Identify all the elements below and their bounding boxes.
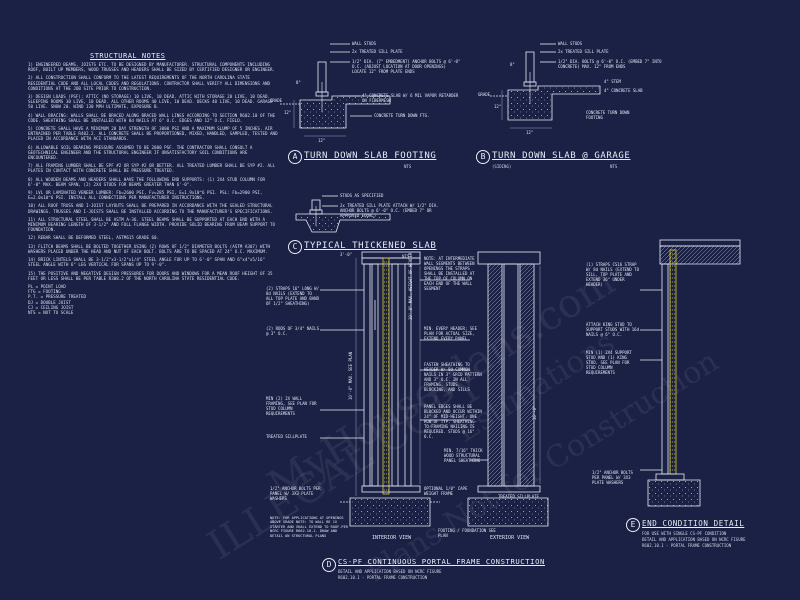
- detail-c-title: TYPICAL THICKENED SLAB: [304, 241, 437, 251]
- detail-b-marker: B: [476, 150, 490, 164]
- detail-d-mid-callout: FASTEN SHEATHING TO HEADER W/ 8d COMMON …: [424, 362, 482, 392]
- note-paragraph: 6) ALLOWABLE SOIL BEARING PRESSURE ASSUM…: [28, 144, 253, 161]
- detail-e-title: END CONDITION DETAIL: [642, 519, 745, 528]
- detail-a-callout: WALL STUDS: [352, 41, 377, 46]
- detail-d-left-callout: (2) STRAPS 16" LONG W/ 8d NAILS (EXTEND …: [266, 286, 319, 306]
- detail-d-dim: 10'-0" MAX. SEE PLAN: [348, 351, 353, 400]
- detail-a-scale: NTS: [404, 164, 412, 169]
- detail-a-callout: 4" CONCRETE SLAB W/ 6 MIL VAPOR RETARDER…: [362, 93, 459, 103]
- detail-d-left-callout: NOTE: FOR APPLICATIONS AT OPENINGS ABOVE…: [270, 516, 348, 538]
- detail-b-callout: 4" CONCRETE SLAB: [604, 88, 643, 93]
- notes-legend-item: DJ = DOUBLE JOIST: [28, 299, 71, 305]
- detail-c-callout: 2x TREATED SILL PLATE ATTACH W/ 1/2" DIA…: [340, 203, 439, 218]
- notes-legend-item: NTS = NOT TO SCALE: [28, 309, 74, 315]
- detail-c-scale: NTS: [402, 254, 410, 259]
- detail-b-drawing: [490, 43, 601, 129]
- detail-b-scale: NTS: [610, 164, 618, 169]
- note-paragraph: 3) DESIGN LOADS (PSF): ATTIC (NO STORAGE…: [28, 94, 273, 110]
- detail-d-interior-label: INTERIOR VIEW: [372, 535, 412, 541]
- detail-a-callout: 1/2" DIA. (7" EMBEDMENT) ANCHOR BOLTS @ …: [352, 59, 461, 74]
- note-paragraph: 5) CONCRETE SHALL HAVE A MINIMUM 28 DAY …: [28, 126, 278, 142]
- detail-b-dim: 12": [526, 130, 534, 135]
- detail-b-dim: 12": [494, 104, 502, 109]
- detail-c-marker: C: [288, 240, 302, 254]
- note-paragraph: 15) THE POSITIVE AND NEGATIVE DESIGN PRE…: [28, 270, 273, 281]
- notes-legend-item: CJ = CEILING JOIST: [28, 304, 74, 310]
- detail-a-dim: 12": [284, 110, 292, 115]
- detail-d-mid-callout: OPTIONAL 1/8" CAPE WEIGHT FRAME: [424, 486, 468, 496]
- note-paragraph: 4) WALL BRACING: WALLS SHALL BE BRACED A…: [28, 112, 276, 123]
- note-paragraph: 9) LVL OR LAMINATED VENEER LUMBER: Fb=26…: [28, 190, 263, 201]
- detail-d-dim: 16'-0": [532, 405, 537, 420]
- detail-d-left-callout: (2) RODS OF 3/4" NAILS @ 3" O.C.: [266, 326, 319, 336]
- detail-a-title: TURN DOWN SLAB FOOTING: [304, 151, 437, 161]
- detail-c-callout: STUDS AS SPECIFIED: [340, 193, 384, 198]
- detail-b-callout: 2x TREATED SILL PLATE: [558, 49, 609, 54]
- detail-b-title: TURN DOWN SLAB @ GARAGE: [492, 151, 631, 161]
- detail-b-callout: 1/2" DIA. BOLTS @ 6'-0" O.C. (EMBED 7" I…: [558, 59, 662, 69]
- note-paragraph: 1) ENGINEERED BEAMS, JOISTS ETC. TO BE D…: [28, 62, 276, 73]
- detail-c-drawing: [295, 195, 391, 233]
- detail-a-dim: 8": [296, 80, 301, 85]
- detail-b-grade: GRADE: [478, 92, 491, 97]
- detail-e-line: FOR USE WITH SINGLE CS-PF CONDITION: [642, 531, 727, 536]
- note-paragraph: 11) ALL STRUCTURAL STEEL SHALL BE ASTM A…: [28, 216, 276, 233]
- notes-legend-item: PL = POINT LOAD: [28, 283, 66, 289]
- detail-d-mid-callout: MIN. 7/16" THICK WOOD STRUCTURAL PANEL S…: [444, 448, 483, 463]
- detail-d-mid-callout: PANEL EDGES SHALL BE BLOCKED AND OCCUR W…: [424, 404, 482, 439]
- detail-d-dim: 3'-0": [340, 252, 353, 257]
- structural-notes: STRUCTURAL NOTES 1) ENGINEERED BEAMS, JO…: [28, 52, 278, 522]
- detail-b-dim: 8": [510, 62, 515, 67]
- detail-d-marker: D: [322, 558, 336, 572]
- note-paragraph: 7) ALL FRAMING LUMBER SHALL BE SPF #2 OR…: [28, 163, 276, 174]
- detail-e-callout: 1/2" ANCHOR BOLTS PER PANEL W/ 3X3 PLATE…: [592, 470, 633, 485]
- detail-d-line: DETAIL AND APPLICATION BASED ON NCRC FIG…: [338, 569, 442, 574]
- detail-d-exterior-label: EXTERIOR VIEW: [490, 535, 530, 541]
- detail-a-marker: A: [288, 150, 302, 164]
- note-paragraph: 10) ALL ROOF TRUSS AND I-JOIST LAYOUTS S…: [28, 203, 273, 214]
- detail-b-callout: CONCRETE TURN DOWN FOOTING: [586, 110, 630, 120]
- note-paragraph: 8) ALL WOODEN BEAMS AND HEADERS SHALL HA…: [28, 176, 265, 187]
- detail-e-callout: ATTACH KING STUD TO SUPPORT STUDS WITH 1…: [586, 322, 639, 337]
- detail-a-callout: 2x TREATED SILL PLATE: [352, 49, 403, 54]
- detail-b-callout: 4" STEM: [604, 79, 621, 84]
- detail-e-callout: (1) STRAPS CS16 STRAP W/ 8d NAILS (EXTEN…: [586, 262, 639, 287]
- notes-legend-item: FTG = FOOTING: [28, 289, 61, 295]
- detail-e-callout: MIN (1) 2X4 SUPPORT STUD AND (1) KING ST…: [586, 350, 632, 375]
- note-paragraph: 13) FLITCH BEAMS SHALL BE BOLTED TOGETHE…: [28, 243, 271, 254]
- detail-e-line: DETAIL AND APPLICATION BASED ON NCRC FIG…: [642, 537, 746, 542]
- detail-e-drawing: [640, 239, 741, 507]
- detail-d-mid-callout: TREATED SILLPLATE: [498, 494, 539, 499]
- detail-a-drawing: [280, 43, 391, 137]
- detail-d-mid-callout: FOOTING / FOUNDATION SEE PLAN: [438, 528, 496, 538]
- note-paragraph: 2) ALL CONSTRUCTION SHALL CONFORM TO THE…: [28, 75, 271, 91]
- detail-d-dim: 10'-0" MAX. HEIGHT OF HEADER: [408, 252, 413, 320]
- notes-body: 1) ENGINEERED BEAMS, JOISTS ETC. TO BE D…: [28, 62, 278, 315]
- detail-e-marker: E: [626, 518, 640, 532]
- detail-d-left-callout: 1/2" ANCHOR BOLTS PER PANEL W/ 3X3 PLATE…: [270, 486, 321, 501]
- detail-d-title: CS-PF CONTINUOUS PORTAL FRAME CONSTRUCTI…: [338, 557, 545, 566]
- detail-d-mid-callout: MIN. EVERY HEADER; SEE PLAN FOR ACTUAL S…: [424, 326, 477, 341]
- detail-d-drawing: [320, 251, 549, 527]
- detail-b-callout: WALL STUDS: [558, 41, 583, 46]
- detail-b-subtitle: (SIDING): [492, 164, 512, 169]
- detail-a-callout: CONCRETE TURN DOWN FTG.: [374, 113, 430, 118]
- detail-e-line: R602.10.1 - PORTAL FRAME CONSTRUCTION: [642, 543, 732, 548]
- detail-d-line: R602.10.1 - PORTAL FRAME CONSTRUCTION: [338, 575, 428, 580]
- detail-a-grade: GRADE: [270, 98, 283, 103]
- note-paragraph: 14) BRICK LINTELS SHALL BE 3-1/2"x3-1/2"…: [28, 257, 265, 268]
- detail-d-left-callout: TREATED SILLPLATE: [266, 434, 307, 439]
- detail-d-mid-callout: NOTE: AT INTERMEDIATE WALL SEGMENTS BETW…: [424, 256, 475, 291]
- detail-a-dim: 12": [318, 138, 326, 143]
- detail-d-left-callout: MIN (2) 2X WALL FRAMING, SEE PLAN FOR ST…: [266, 396, 317, 416]
- notes-legend-item: P.T. = PRESSURE TREATED: [28, 294, 86, 300]
- notes-title: STRUCTURAL NOTES: [90, 52, 166, 60]
- note-paragraph: 12) REBAR SHALL BE DEFORMED STEEL, ASTM6…: [28, 235, 160, 241]
